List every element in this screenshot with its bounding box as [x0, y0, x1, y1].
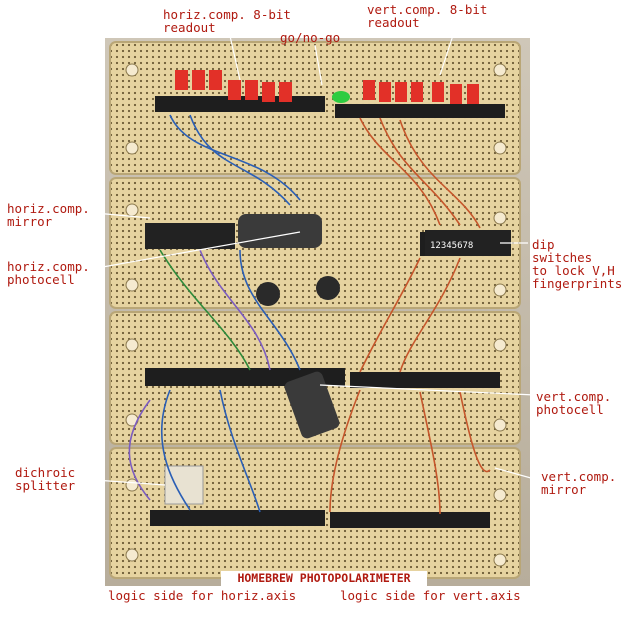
- led-readouts: [175, 70, 479, 104]
- horiz-photocell-label: horiz.comp. photocell: [7, 259, 90, 287]
- dichroic-splitter-label: dichroic splitter: [15, 465, 76, 493]
- horiz-mirror-label: horiz.comp. mirror: [7, 201, 90, 229]
- dichroic-cube: [164, 465, 204, 505]
- photo-title: HOMEBREW PHOTOPOLARIMETER: [221, 571, 427, 586]
- dip-switches-label: dip switches to lock V,H fingerprints: [532, 237, 623, 291]
- dip-switch-blocks: [145, 223, 511, 256]
- horiz-readout-label: horiz.comp. 8-bit readout: [163, 7, 291, 35]
- logic-vert-label: logic side for vert.axis: [340, 588, 521, 603]
- go-no-go-label: go/no-go: [280, 30, 341, 45]
- logic-horiz-label: logic side for horiz.axis: [108, 588, 297, 603]
- vert-mirror-label: vert.comp. mirror: [541, 469, 617, 497]
- vert-photocell-label: vert.comp. photocell: [536, 389, 612, 417]
- trimmer-pot: [256, 282, 280, 306]
- trimmer-pot: [316, 276, 340, 300]
- jumper-wires: [128, 114, 491, 515]
- dip-digits: 12345678: [430, 241, 473, 251]
- vert-readout-label: vert.comp. 8-bit readout: [367, 2, 488, 30]
- annotation-lines: [94, 19, 539, 486]
